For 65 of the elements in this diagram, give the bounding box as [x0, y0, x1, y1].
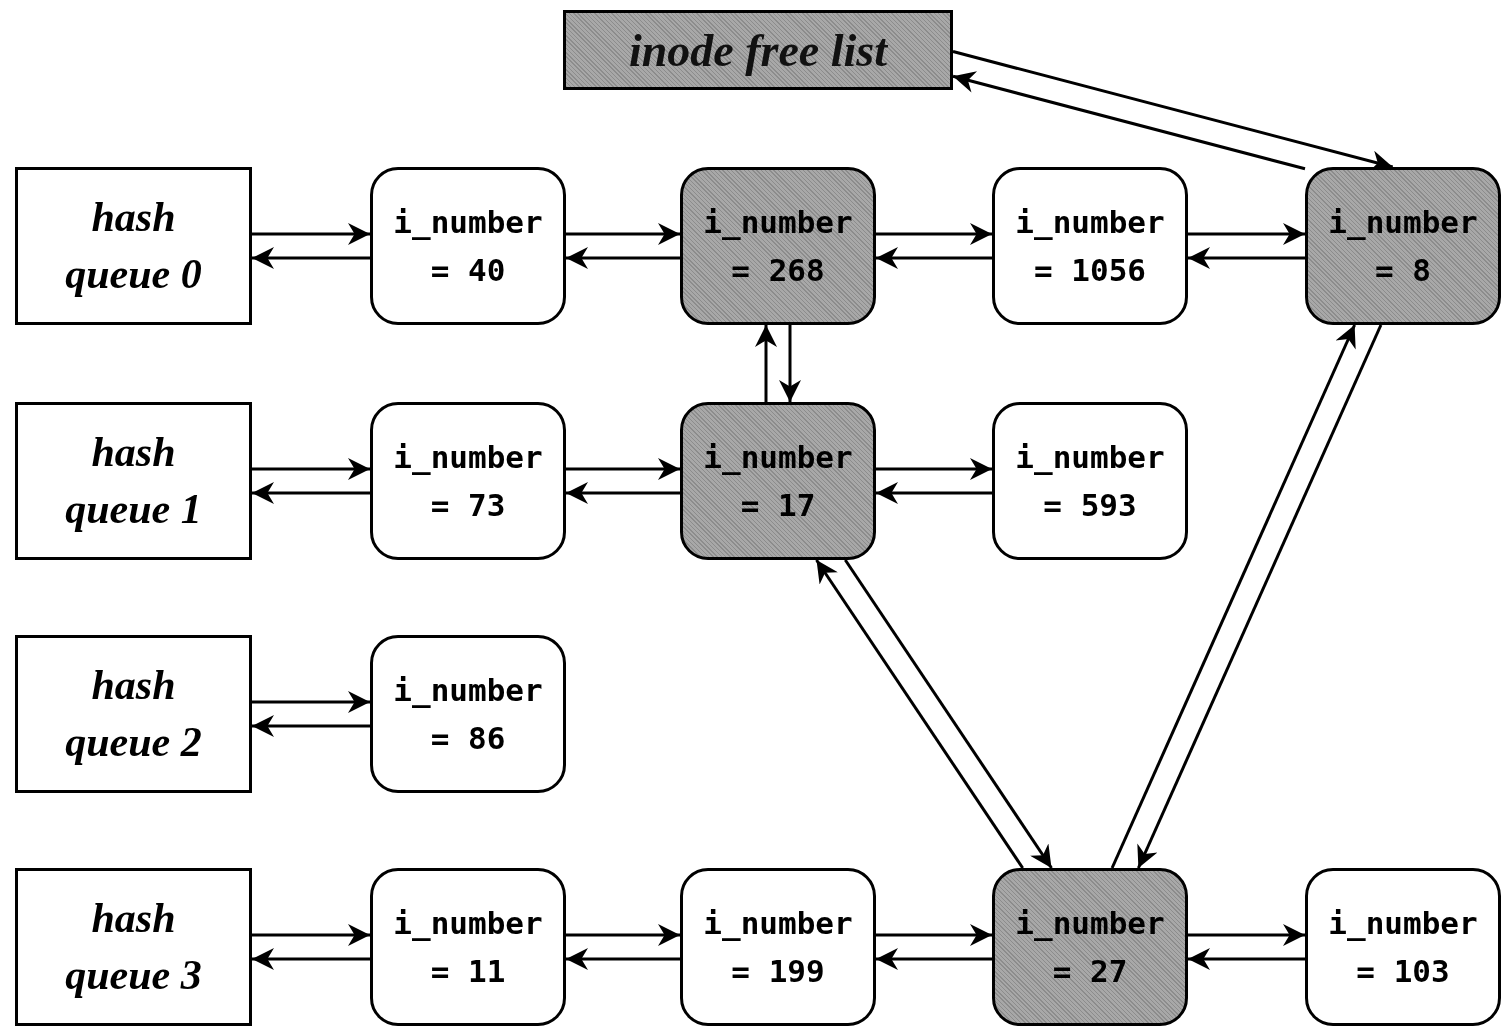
inode-number-label: i_number = 8	[1327, 202, 1479, 290]
hash-queue-header	[15, 635, 252, 793]
inode-number-label: i_number = 1056	[1014, 202, 1166, 290]
inode-number-label: i_number = 11	[392, 903, 544, 991]
list-label: inode free list	[628, 23, 888, 77]
arrow	[252, 715, 370, 737]
hash-queue-header	[15, 402, 252, 560]
hash-queue-header	[15, 868, 252, 1026]
arrow	[876, 458, 992, 480]
inode-number-label: i_number = 73	[392, 437, 544, 525]
queue-label: hash queue 2	[64, 661, 203, 767]
inode-box	[370, 402, 566, 560]
inode-number-label: i_number = 27	[1014, 903, 1166, 991]
inode-box	[1305, 167, 1501, 325]
arrow	[876, 924, 992, 946]
arrow	[252, 482, 370, 504]
arrow	[1110, 324, 1356, 869]
arrow	[844, 559, 1053, 869]
arrow	[952, 71, 1306, 171]
inode-number-label: i_number = 268	[702, 202, 854, 290]
arrow	[566, 482, 680, 504]
hash-queue-header	[15, 167, 252, 325]
arrow	[1188, 247, 1305, 269]
inode-box	[680, 402, 876, 560]
arrow	[252, 458, 370, 480]
arrow	[876, 247, 992, 269]
queue-label: hash queue 0	[64, 193, 203, 299]
inode-number-label: i_number = 86	[392, 670, 544, 758]
inode-box	[680, 868, 876, 1026]
arrow	[566, 247, 680, 269]
arrow	[876, 223, 992, 245]
inode-box	[370, 868, 566, 1026]
queue-label: hash queue 3	[64, 894, 203, 1000]
inode-box	[992, 402, 1188, 560]
inode-number-label: i_number = 103	[1327, 903, 1479, 991]
arrow	[252, 223, 370, 245]
inode-number-label: i_number = 40	[392, 202, 544, 290]
arrow	[876, 482, 992, 504]
arrow	[755, 325, 777, 402]
arrow	[566, 924, 680, 946]
arrow	[252, 924, 370, 946]
inode-box	[370, 635, 566, 793]
inode-box	[680, 167, 876, 325]
arrow	[876, 948, 992, 970]
arrow	[252, 247, 370, 269]
arrow	[1188, 924, 1305, 946]
inode-number-label: i_number = 199	[702, 903, 854, 991]
arrow	[815, 559, 1024, 869]
arrow	[1188, 223, 1305, 245]
arrow	[1188, 948, 1305, 970]
arrow	[779, 325, 801, 402]
arrow	[252, 691, 370, 713]
inode-box	[992, 868, 1188, 1026]
arrow	[566, 948, 680, 970]
inode-box	[370, 167, 566, 325]
arrow	[1137, 324, 1383, 869]
free-list-header	[563, 10, 953, 90]
arrow	[252, 948, 370, 970]
inode-number-label: i_number = 17	[702, 437, 854, 525]
inode-box	[992, 167, 1188, 325]
arrow	[566, 223, 680, 245]
inode-number-label: i_number = 593	[1014, 437, 1166, 525]
arrow	[566, 458, 680, 480]
inode-box	[1305, 868, 1501, 1026]
queue-label: hash queue 1	[64, 428, 203, 534]
